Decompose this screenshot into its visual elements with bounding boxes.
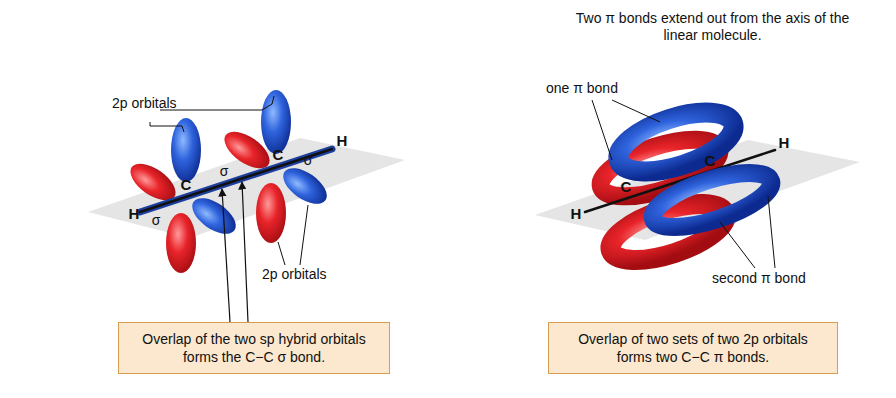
leader-line — [300, 205, 308, 265]
pi-lobe — [647, 162, 777, 238]
callout-label: σ — [216, 163, 232, 180]
p-lobe — [256, 183, 286, 243]
leader-line — [612, 100, 660, 122]
leader-line — [768, 196, 775, 268]
sigma-panel — [88, 90, 405, 322]
atom-label: H — [566, 205, 586, 222]
atom-label: H — [774, 134, 794, 151]
pointer-arrow — [222, 189, 230, 322]
pi-panel — [535, 100, 860, 271]
p-lobe — [261, 90, 291, 154]
callout-label: σ — [148, 212, 164, 229]
caption-text: Overlap of two sets of two 2p orbitals f… — [559, 330, 827, 366]
atom-label: C — [616, 178, 636, 195]
p-lobe — [166, 213, 196, 273]
callout-label: one π bond — [546, 80, 646, 97]
leader-line — [278, 242, 285, 265]
p-lobe — [277, 161, 333, 211]
callout-label: 2p orbitals — [262, 266, 352, 283]
sigma-bond — [140, 149, 332, 212]
leader-line — [150, 122, 184, 132]
callout-label: second π bond — [712, 270, 842, 287]
bond-line — [140, 149, 332, 212]
leader-line — [720, 222, 755, 268]
caption-text: Overlap of the two sp hybrid orbitals fo… — [129, 330, 379, 366]
atom-label: H — [124, 205, 144, 222]
caption-box: Overlap of the two sp hybrid orbitals fo… — [118, 322, 390, 374]
p-lobe — [171, 118, 201, 182]
atom-label: C — [176, 176, 196, 193]
atom-label: C — [700, 152, 720, 169]
pointer-arrow — [242, 182, 248, 322]
atom-label: H — [332, 132, 352, 149]
atom-label: C — [268, 146, 288, 163]
callout-label: Two π bonds extend out from the axis of … — [570, 10, 855, 44]
caption-box: Overlap of two sets of two 2p orbitals f… — [548, 322, 838, 374]
callout-label: 2p orbitals — [112, 95, 202, 112]
leader-line — [160, 96, 274, 110]
p-lobe — [186, 191, 242, 241]
leader-line — [592, 100, 612, 160]
callout-label: σ — [300, 152, 316, 169]
